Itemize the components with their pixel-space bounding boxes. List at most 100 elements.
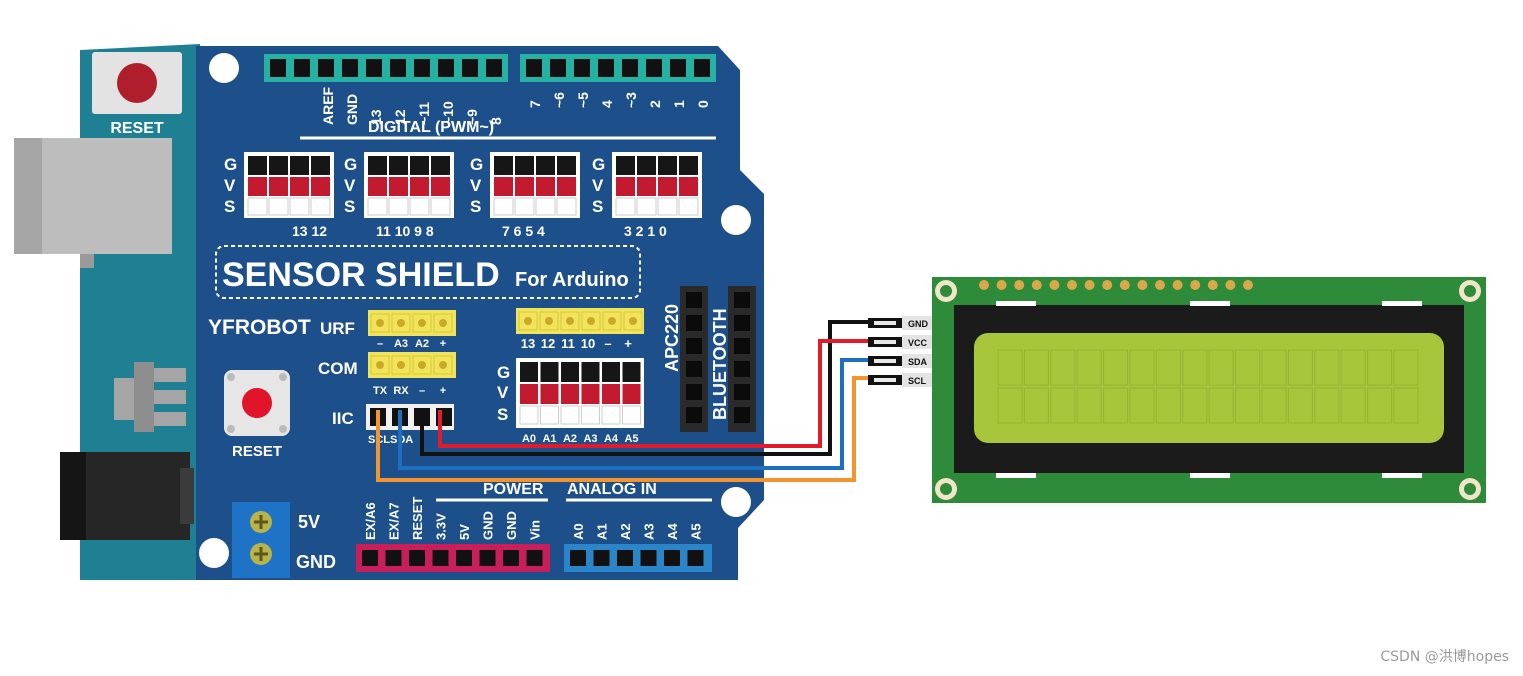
gvs-pin-v (557, 177, 576, 196)
header-pin (385, 550, 402, 566)
terminal-gnd-label: GND (296, 552, 336, 572)
analog-v: V (497, 383, 509, 402)
digital-pin-label: 13 (368, 109, 384, 125)
pin-label: TX (373, 385, 388, 397)
pin-label: – (604, 336, 611, 351)
analog-pin-label: A4 (665, 523, 680, 540)
lcd-cell (1340, 387, 1366, 424)
gvs-pin-g (557, 156, 576, 175)
gvs-pin-g (540, 362, 559, 382)
pin-label: A3 (394, 338, 408, 350)
lcd-cell (1129, 349, 1155, 386)
pin-hole (418, 319, 426, 327)
header-pin (456, 550, 472, 566)
gvs-pin-g (494, 156, 513, 175)
gvs-pin-s (430, 197, 451, 216)
lcd-pad (1137, 280, 1148, 290)
analog-pin-label: A0 (571, 523, 586, 540)
lcd-cell (1314, 349, 1340, 386)
lcd-pad (979, 280, 989, 290)
header-pin (294, 59, 310, 77)
header-pin (432, 550, 449, 566)
lcd-i2c-pin-label: SDA (908, 357, 928, 367)
header-pin (438, 59, 454, 77)
gvs-pin-s (519, 405, 539, 425)
lcd-cell (997, 387, 1023, 424)
iic-label: IIC (332, 409, 354, 428)
title-box (215, 245, 641, 299)
header-pin (526, 59, 542, 77)
gvs-pin-s (581, 405, 600, 425)
analog-s: S (497, 405, 508, 424)
mount-hole (209, 53, 239, 83)
gvs-pin-g (431, 156, 450, 175)
gvs-pin-v (581, 384, 600, 404)
power-pin-label: RESET (410, 497, 425, 540)
power-pin-label: GND (481, 511, 496, 540)
pin-label: 10 (581, 336, 595, 351)
gvs-pin-v (520, 384, 538, 404)
digital-pin-label: GND (344, 94, 360, 125)
pin-label: A2 (415, 338, 429, 350)
gvs-label: S (470, 197, 481, 216)
shield-subtitle: For Arduino (515, 269, 629, 291)
gvs-pin-v (248, 177, 267, 196)
gvs-label: G (224, 155, 237, 174)
lcd-cell (1287, 387, 1313, 424)
gvs-pin-v (389, 177, 408, 196)
gvs-pin-g (602, 362, 620, 382)
header-pin (409, 550, 425, 566)
analog-pin-label: A5 (689, 523, 704, 540)
analog-header (564, 544, 712, 572)
gvs-pin-g (515, 156, 534, 175)
lcd-cell (1050, 349, 1076, 386)
lcd-cell (1367, 387, 1393, 424)
gvs-pin-g (637, 156, 656, 175)
gvs-pin-v (658, 177, 677, 196)
digital-pin-label: 1 (671, 100, 687, 108)
lcd-cell (1155, 349, 1181, 386)
gvs-pin-v (616, 177, 635, 196)
gvs-label: V (344, 176, 356, 195)
power-pin-label: GND (504, 511, 519, 540)
pin-label: A5 (624, 433, 638, 445)
header-pin (686, 315, 702, 331)
wire-sda (398, 358, 868, 470)
urf-header-pins (370, 313, 453, 333)
gvs-pin-v (561, 384, 579, 404)
pin-label: A2 (563, 433, 577, 445)
analog-pin-label: A3 (642, 523, 657, 540)
pin-label: 11 (561, 336, 575, 351)
power-header (356, 544, 550, 572)
digital-pin-label: 4 (599, 100, 615, 108)
pin-hole (397, 319, 405, 327)
gvs-pin-v (368, 177, 387, 196)
gvs-group-pins-label: 3 2 1 0 (624, 223, 667, 239)
gvs-pin-g (410, 156, 429, 175)
gvs-pin-g (311, 156, 330, 175)
digital-pin-label: ~5 (575, 92, 591, 108)
header-pin (664, 550, 680, 566)
lcd-pad (996, 280, 1007, 290)
lcd-pad (1067, 280, 1077, 290)
header-pin (622, 59, 638, 77)
pin-hole (397, 361, 405, 369)
digital-pin-label: 12 (392, 109, 408, 125)
digital-pin-label: ~10 (440, 101, 456, 125)
lcd-i2c-pin-label-bg (902, 316, 932, 330)
gvs-pin-g (658, 156, 677, 175)
lcd-cell (997, 349, 1023, 386)
gvs-pin-v (269, 177, 288, 196)
pin-hole (439, 361, 447, 369)
gvs-pin-g (536, 156, 555, 175)
lcd-cell (1393, 349, 1419, 386)
header-pin (390, 59, 406, 77)
header-pin (686, 407, 702, 423)
digital-pin-label: ~9 (464, 109, 480, 125)
digital-pin-label: 7 (527, 100, 543, 108)
gvs-pin-v (622, 384, 641, 404)
header-pin (550, 59, 566, 77)
